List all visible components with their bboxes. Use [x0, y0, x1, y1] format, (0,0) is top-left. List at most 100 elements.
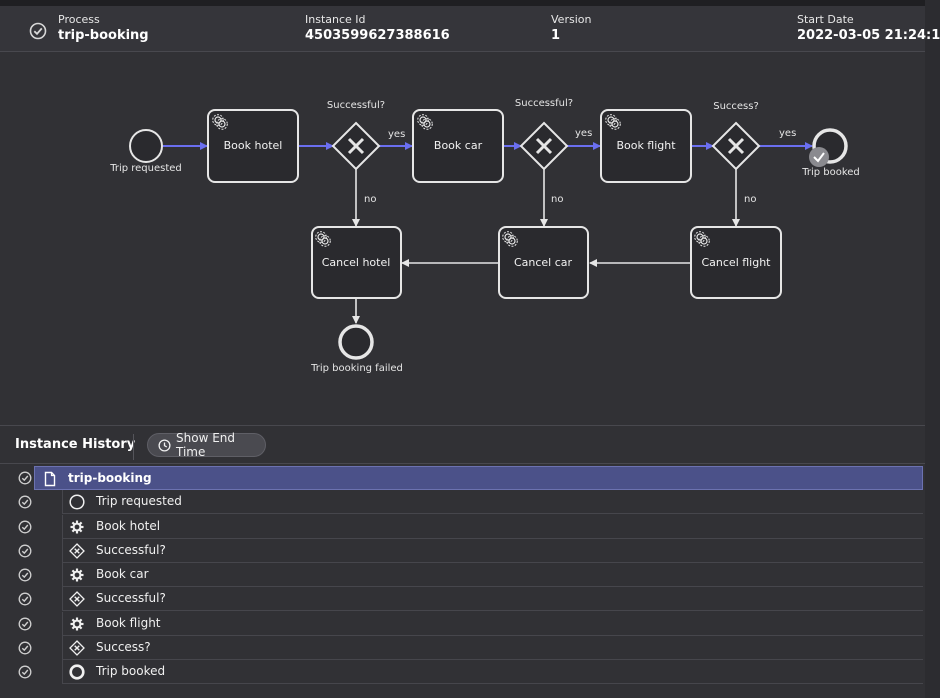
- gateway-successful-2[interactable]: Successful?: [515, 98, 573, 171]
- task-label: Cancel hotel: [322, 256, 391, 269]
- history-row[interactable]: Successful?: [0, 538, 925, 563]
- history-tree: trip-booking Trip requested Book hotel S…: [0, 466, 925, 685]
- task-book-flight[interactable]: Book flight: [600, 109, 692, 183]
- history-row[interactable]: Trip requested: [0, 490, 925, 515]
- history-item-label: Successful?: [96, 591, 166, 606]
- completed-badge-icon: [809, 147, 829, 167]
- history-item-label: Book hotel: [96, 518, 161, 533]
- start-event-trip-requested[interactable]: Trip requested: [109, 129, 182, 174]
- task-cancel-flight[interactable]: Cancel flight: [690, 226, 782, 299]
- history-root-label: trip-booking: [68, 471, 152, 485]
- process-value: trip-booking: [58, 28, 149, 43]
- task-book-hotel[interactable]: Book hotel: [207, 109, 299, 183]
- history-cell[interactable]: Trip requested: [62, 490, 923, 515]
- flow-label-yes-3: yes: [779, 128, 796, 139]
- completed-check-icon: [18, 617, 32, 631]
- end-event-icon: [69, 664, 85, 680]
- task-label: Book car: [434, 139, 483, 152]
- flow-label-no-2: no: [551, 194, 563, 205]
- completed-check-icon: [29, 22, 47, 40]
- instance-id-label: Instance Id: [305, 13, 366, 26]
- flow-label-yes-1: yes: [388, 129, 405, 140]
- history-row[interactable]: Successful?: [0, 587, 925, 612]
- history-item-label: Trip booked: [96, 664, 166, 679]
- exclusive-gateway-icon: [69, 542, 85, 559]
- history-cell[interactable]: Successful?: [62, 538, 923, 563]
- version-label: Version: [551, 13, 592, 26]
- history-row[interactable]: Book hotel: [0, 514, 925, 539]
- end-event-trip-booked[interactable]: Trip booked: [801, 128, 860, 178]
- task-label: Cancel car: [514, 256, 573, 269]
- instance-header: Process trip-booking Instance Id 4503599…: [0, 6, 940, 52]
- completed-check-icon: [18, 471, 32, 485]
- exclusive-gateway-icon: [69, 640, 85, 656]
- history-cell[interactable]: Success?: [62, 636, 923, 661]
- completed-check-icon: [18, 641, 32, 655]
- clock-icon: [158, 438, 171, 452]
- instance-id-field: Instance Id 4503599627388616: [305, 13, 450, 44]
- task-book-car[interactable]: Book car: [412, 109, 504, 183]
- history-cell[interactable]: Book hotel: [62, 514, 923, 539]
- history-row[interactable]: Trip booked: [0, 660, 925, 685]
- start-event-label: Trip requested: [109, 163, 182, 174]
- instance-history-panel: Instance History Show End Time trip-book…: [0, 425, 925, 698]
- history-item-label: Book car: [96, 567, 149, 582]
- history-row[interactable]: Book flight: [0, 611, 925, 636]
- service-task-icon: [70, 568, 84, 582]
- show-end-time-button[interactable]: Show End Time: [147, 431, 266, 459]
- service-task-icon: [70, 617, 84, 631]
- task-label: Cancel flight: [701, 256, 771, 269]
- history-root-cell[interactable]: trip-booking: [34, 466, 923, 490]
- gateway-label: Successful?: [515, 98, 573, 109]
- gateway-success[interactable]: Success?: [711, 101, 761, 171]
- task-label: Book hotel: [224, 139, 283, 152]
- end-event-trip-booking-failed[interactable]: Trip booking failed: [310, 324, 403, 374]
- gateway-label: Success?: [713, 101, 759, 112]
- document-icon: [44, 471, 56, 487]
- history-row[interactable]: Success?: [0, 636, 925, 661]
- top-bar: [0, 0, 925, 6]
- start-date-label: Start Date: [797, 13, 854, 26]
- history-item-label: Success?: [96, 640, 151, 655]
- exclusive-gateway-icon: [69, 591, 85, 608]
- bpmn-diagram[interactable]: yes yes yes no no no Trip requested Book…: [0, 52, 925, 425]
- task-cancel-car[interactable]: Cancel car: [498, 226, 589, 299]
- instance-history-header: Instance History Show End Time: [0, 426, 925, 464]
- service-task-icon: [70, 520, 84, 534]
- start-date-field: Start Date 2022-03-05 21:24:1: [797, 13, 940, 44]
- end-event-label: Trip booked: [801, 167, 860, 178]
- history-item-label: Successful?: [96, 542, 166, 557]
- gateway-successful-1[interactable]: Successful?: [327, 100, 385, 171]
- history-row[interactable]: Book car: [0, 563, 925, 588]
- completed-check-icon: [18, 495, 32, 509]
- start-date-value: 2022-03-05 21:24:1: [797, 28, 940, 43]
- flow-label-no-3: no: [744, 194, 756, 205]
- version-value: 1: [551, 28, 561, 43]
- gateway-label: Successful?: [327, 100, 385, 111]
- show-end-time-label: Show End Time: [176, 431, 235, 459]
- header-divider: [133, 434, 134, 460]
- flow-label-yes-2: yes: [575, 128, 592, 139]
- version-field: Version 1: [551, 13, 591, 44]
- completed-check-icon: [18, 593, 32, 606]
- process-field: Process trip-booking: [58, 13, 149, 44]
- task-label: Book flight: [616, 139, 676, 152]
- history-cell[interactable]: Successful?: [62, 587, 923, 612]
- start-event-icon: [69, 494, 85, 510]
- completed-check-icon: [18, 520, 32, 534]
- flow-label-no-1: no: [364, 194, 376, 205]
- process-label: Process: [58, 13, 100, 26]
- history-item-label: Trip requested: [96, 494, 182, 509]
- instance-id-value: 4503599627388616: [305, 28, 450, 43]
- history-item-label: Book flight: [96, 615, 161, 630]
- completed-check-icon: [18, 544, 32, 558]
- completed-check-icon: [18, 665, 32, 679]
- completed-check-icon: [18, 568, 32, 582]
- history-row-root[interactable]: trip-booking: [0, 466, 925, 490]
- end-event-label: Trip booking failed: [310, 363, 403, 374]
- history-cell[interactable]: Trip booked: [62, 660, 923, 685]
- history-cell[interactable]: Book car: [62, 563, 923, 588]
- instance-history-title: Instance History: [15, 437, 136, 452]
- task-cancel-hotel[interactable]: Cancel hotel: [311, 226, 402, 299]
- history-cell[interactable]: Book flight: [62, 611, 923, 636]
